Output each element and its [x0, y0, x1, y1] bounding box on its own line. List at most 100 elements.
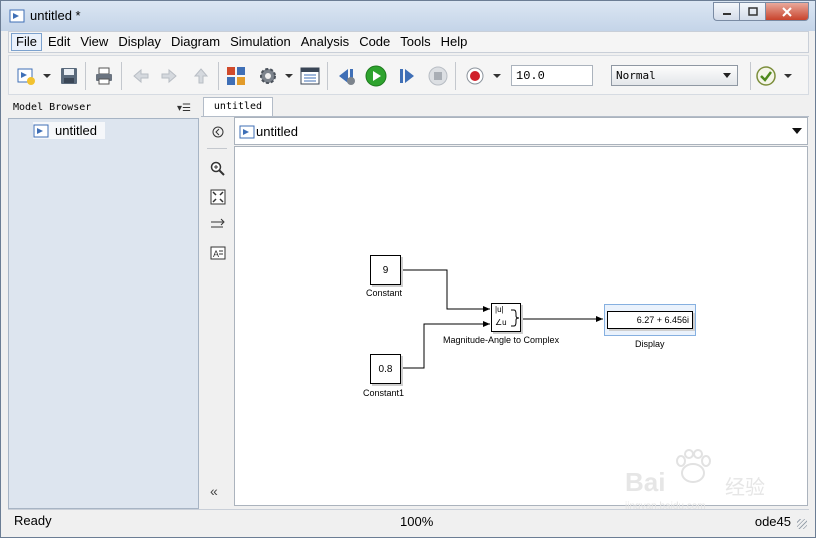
navigate-back-icon: [212, 126, 223, 137]
maximize-button[interactable]: [739, 2, 765, 21]
model-settings-icon: [260, 68, 276, 84]
constant-label: Constant: [366, 288, 403, 298]
menu-analysis[interactable]: Analysis: [300, 34, 350, 49]
run-icon: [365, 65, 387, 87]
display-label: Display: [635, 339, 665, 349]
simulation-mode-select[interactable]: Normal: [611, 65, 738, 86]
close-icon: [782, 6, 792, 17]
menu-diagram[interactable]: Diagram: [170, 34, 221, 49]
magnitude-angle-label: Magnitude-Angle to Complex: [443, 335, 560, 345]
maximize-icon: [747, 7, 758, 16]
chevron-down-icon: [723, 73, 731, 78]
zoom-button[interactable]: [209, 160, 226, 177]
new-model-button[interactable]: [15, 65, 37, 87]
tool-palette: A «: [201, 117, 233, 509]
stop-button[interactable]: [427, 65, 449, 87]
palette-separator: [207, 148, 227, 149]
minimize-button[interactable]: [713, 2, 739, 21]
merge-bracket-icon: [511, 309, 520, 327]
simulink-app-icon: [9, 9, 25, 23]
model-explorer-button[interactable]: [299, 65, 321, 87]
magnitude-angle-to-complex-block[interactable]: |u| ∠u: [491, 303, 521, 332]
paw-logo-icon: [676, 449, 711, 483]
signal-line-angle[interactable]: [402, 321, 490, 369]
annotation-icon: A: [210, 246, 225, 259]
tab-untitled[interactable]: untitled: [203, 97, 273, 117]
window-controls: [713, 2, 809, 21]
diagram-canvas[interactable]: 9 Constant 0.8 Constant1 |u| ∠u Magnitud…: [234, 146, 808, 506]
print-icon: [96, 67, 112, 85]
toolbar-separator: [750, 62, 751, 90]
model-tree-item[interactable]: untitled: [33, 122, 105, 139]
model-tree-label: untitled: [55, 123, 97, 138]
fit-to-view-button[interactable]: [209, 188, 226, 205]
model-icon: [239, 125, 255, 139]
record-icon: [466, 67, 484, 85]
toolbar-separator: [121, 62, 122, 90]
record-button[interactable]: [464, 65, 486, 87]
watermark-url: jingyan.baidu.com: [625, 501, 706, 512]
menu-file[interactable]: File: [11, 33, 42, 51]
annotation-button[interactable]: A: [209, 244, 226, 261]
model-browser-panel: untitled: [8, 118, 199, 509]
up-button[interactable]: [190, 65, 212, 87]
collapse-palette-icon[interactable]: «: [210, 483, 218, 499]
save-button[interactable]: [58, 65, 80, 87]
close-button[interactable]: [765, 2, 809, 21]
fit-view-icon: [210, 189, 225, 204]
menu-view[interactable]: View: [80, 34, 109, 49]
display-block[interactable]: 6.27 + 6.456i: [604, 304, 696, 336]
menu-simulation[interactable]: Simulation: [230, 34, 291, 49]
title-bar: untitled *: [1, 1, 815, 31]
model-settings-dropdown-icon[interactable]: [285, 74, 293, 78]
new-model-dropdown-icon[interactable]: [43, 74, 51, 78]
chevron-down-icon[interactable]: [792, 128, 802, 134]
record-dropdown-icon[interactable]: [493, 74, 501, 78]
step-forward-button[interactable]: [396, 65, 418, 87]
new-model-icon: [17, 68, 35, 85]
menu-tools[interactable]: Tools: [400, 34, 431, 49]
stop-time-field[interactable]: 10.0: [511, 65, 593, 86]
model-settings-button[interactable]: [257, 65, 279, 87]
menu-display[interactable]: Display: [118, 34, 161, 49]
print-button[interactable]: [93, 65, 115, 87]
address-bar[interactable]: untitled: [234, 117, 808, 145]
arrow-right-icon: [210, 218, 225, 227]
run-button[interactable]: [365, 65, 387, 87]
display-value: 6.27 + 6.456i: [607, 311, 693, 329]
toolbar-separator: [455, 62, 456, 90]
menu-help[interactable]: Help: [440, 34, 468, 49]
signal-lines: [402, 269, 603, 369]
tab-divider: [201, 116, 809, 117]
model-advisor-dropdown-icon[interactable]: [784, 74, 792, 78]
panel-menu-icon[interactable]: ▾☰: [177, 103, 191, 114]
constant-block[interactable]: 9: [370, 255, 401, 285]
hide-browser-button[interactable]: [209, 123, 226, 140]
menu-code[interactable]: Code: [359, 34, 391, 49]
solver-name[interactable]: ode45: [754, 514, 791, 529]
model-browser-title: Model Browser: [13, 102, 92, 113]
model-advisor-button[interactable]: [755, 65, 777, 87]
constant1-block[interactable]: 0.8: [370, 354, 401, 384]
window-title: untitled *: [30, 8, 81, 23]
watermark-brand: Bai: [625, 467, 666, 497]
library-browser-button[interactable]: [225, 65, 247, 87]
back-button[interactable]: [130, 65, 152, 87]
signal-line-magnitude[interactable]: [402, 269, 490, 312]
resize-grip-icon[interactable]: [797, 519, 807, 529]
constant-value: 9: [382, 264, 389, 276]
toolbar-separator: [85, 62, 86, 90]
menu-edit[interactable]: Edit: [47, 34, 71, 49]
forward-button[interactable]: [158, 65, 180, 87]
watermark-brand-suffix: 经验: [725, 477, 765, 499]
check-icon: [756, 66, 776, 86]
route-lines-button[interactable]: [209, 216, 226, 233]
toolbar-separator: [327, 62, 328, 90]
menu-bar: File Edit View Display Diagram Simulatio…: [8, 31, 809, 53]
minimize-icon: [722, 12, 731, 15]
step-back-button[interactable]: [335, 65, 357, 87]
baidu-watermark: Bai 经验 jingyan.baidu.com: [625, 449, 785, 519]
forward-icon: [161, 68, 177, 84]
status-bar: Ready 100% ode45: [8, 509, 809, 531]
